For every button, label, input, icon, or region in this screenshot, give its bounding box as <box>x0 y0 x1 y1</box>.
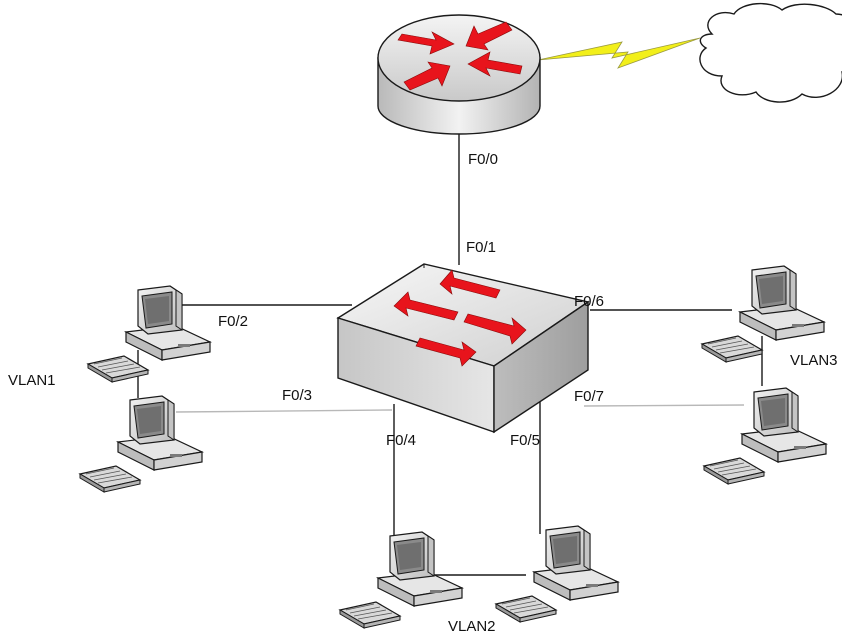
vlan-label-vlan1: VLAN1 <box>8 372 56 389</box>
port-label-f0-6: F0/6 <box>574 293 605 310</box>
vlan-label-vlan2: VLAN2 <box>448 618 496 635</box>
pc-icon-vlan2-right[interactable] <box>495 525 619 623</box>
router-icon[interactable] <box>377 14 541 135</box>
pc-icon-vlan1-bottom[interactable] <box>79 395 203 493</box>
links <box>137 133 763 576</box>
link-f0-3 <box>175 409 393 413</box>
port-label-f0-0: F0/0 <box>468 151 499 168</box>
port-label-f0-5: F0/5 <box>510 432 541 449</box>
lightning-bolt-icon <box>537 37 701 69</box>
cloud-icon <box>699 3 842 103</box>
link-f0-7 <box>583 404 745 407</box>
pc-icon-vlan1-top[interactable] <box>87 285 211 383</box>
vlan-label-vlan3: VLAN3 <box>790 353 838 368</box>
pc-icon-vlan3-bottom[interactable] <box>703 387 827 485</box>
port-label-f0-3: F0/3 <box>282 387 313 404</box>
switch-icon[interactable] <box>336 263 590 434</box>
port-label-f0-4: F0/4 <box>386 432 417 449</box>
port-label-f0-7: F0/7 <box>574 388 605 405</box>
pc-icon-vlan3-top[interactable] <box>701 265 825 363</box>
port-label-f0-2: F0/2 <box>218 313 249 330</box>
pc-icon-vlan2-left[interactable] <box>339 531 463 629</box>
port-label-f0-1: F0/1 <box>466 239 497 256</box>
